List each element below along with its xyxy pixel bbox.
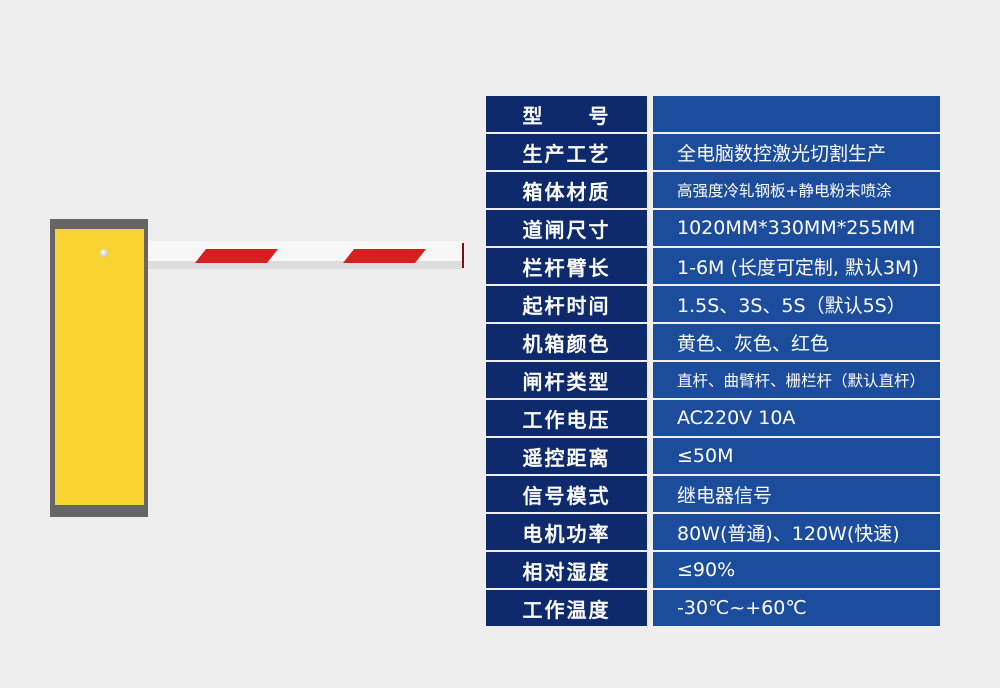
spec-value: 1.5S、3S、5S（默认5S） [653,286,940,322]
spec-label: 遥控距离 [486,438,647,474]
spec-row: 工作温度-30℃~+60℃ [486,590,940,626]
spec-label: 栏杆臂长 [486,248,647,284]
spec-label: 箱体材质 [486,172,647,208]
spec-value: 1020MM*330MM*255MM [653,210,940,246]
spec-value: 80W(普通)、120W(快速) [653,514,940,550]
cabinet-face [55,229,144,505]
spec-label: 机箱颜色 [486,324,647,360]
spec-row: 型 号 [486,96,940,132]
spec-value: 1-6M (长度可定制, 默认3M) [653,248,940,284]
spec-row: 生产工艺全电脑数控激光切割生产 [486,134,940,170]
spec-value: 黄色、灰色、红色 [653,324,940,360]
spec-row: 箱体材质高强度冷轧钢板+静电粉末喷涂 [486,172,940,208]
spec-value: 全电脑数控激光切割生产 [653,134,940,170]
spec-label: 信号模式 [486,476,647,512]
spec-value: -30℃~+60℃ [653,590,940,626]
spec-label: 相对湿度 [486,552,647,588]
spec-row: 信号模式继电器信号 [486,476,940,512]
spec-label: 生产工艺 [486,134,647,170]
bolt-icon [100,249,108,257]
spec-value: 高强度冷轧钢板+静电粉末喷涂 [653,172,940,208]
spec-row: 机箱颜色黄色、灰色、红色 [486,324,940,360]
spec-value [653,96,940,132]
spec-value: 继电器信号 [653,476,940,512]
spec-label: 工作温度 [486,590,647,626]
barrier-gate-cabinet [50,219,148,517]
spec-table: 型 号生产工艺全电脑数控激光切割生产箱体材质高强度冷轧钢板+静电粉末喷涂道闸尺寸… [486,96,940,628]
spec-label: 工作电压 [486,400,647,436]
spec-row: 相对湿度≤90% [486,552,940,588]
spec-row: 闸杆类型直杆、曲臂杆、栅栏杆（默认直杆） [486,362,940,398]
spec-value: AC220V 10A [653,400,940,436]
spec-value: ≤50M [653,438,940,474]
spec-label: 道闸尺寸 [486,210,647,246]
barrier-boom-arm [148,241,464,269]
spec-value: 直杆、曲臂杆、栅栏杆（默认直杆） [653,362,940,398]
spec-label: 闸杆类型 [486,362,647,398]
spec-label: 起杆时间 [486,286,647,322]
spec-label: 型 号 [486,96,647,132]
spec-value: ≤90% [653,552,940,588]
spec-row: 遥控距离≤50M [486,438,940,474]
spec-label: 电机功率 [486,514,647,550]
